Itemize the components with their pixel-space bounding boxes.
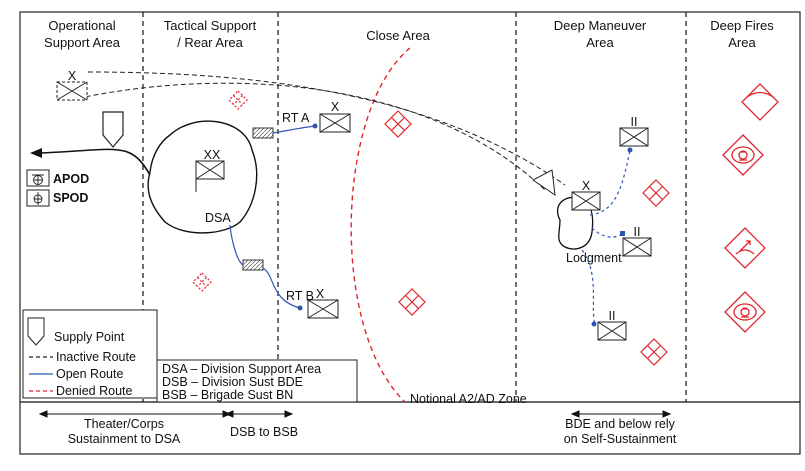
zone-dividers <box>142 12 687 402</box>
legend-denied-route-label: Denied Route <box>56 384 132 398</box>
zone-1-line2: / Rear Area <box>177 35 244 50</box>
zone-0-line2: Support Area <box>44 35 121 50</box>
missile-threat-icon <box>722 134 764 176</box>
bn1-echelon: II <box>631 115 638 129</box>
dsb-node-top <box>252 127 274 139</box>
abbreviation-dsb: DSB – Division Sust BDE <box>162 375 303 389</box>
division-unit-lines <box>195 160 225 192</box>
dsa-label: DSA <box>205 211 231 225</box>
abbreviation-bsb: BSB – Brigade Sust BN <box>162 388 293 402</box>
legend-box <box>22 309 158 399</box>
rtb-echelon: X <box>316 287 325 301</box>
footer-frame <box>19 401 801 455</box>
open-route-endpoints <box>297 123 318 311</box>
lodgment-label: Lodgment <box>566 251 622 265</box>
legend-inactive-route-label: Inactive Route <box>56 350 136 364</box>
hazard-diamond-icon <box>384 110 412 138</box>
legend-supply-point-label: Supply Point <box>54 330 125 344</box>
port-supply-arrowhead <box>30 148 42 158</box>
bn1-cross <box>619 127 649 147</box>
spod-icon-lines <box>34 192 42 205</box>
deep-bde-cross <box>571 191 601 211</box>
spod-label: SPOD <box>53 191 88 205</box>
legend-supply-point-icon <box>27 317 45 346</box>
open-routes <box>229 125 316 309</box>
inactive-route-arrowhead <box>532 169 556 197</box>
a2ad-zone-boundary <box>350 47 411 403</box>
bn3-echelon: II <box>609 309 616 323</box>
zone-4-line2: Area <box>728 35 756 50</box>
air-defense-threat-icon <box>741 83 779 121</box>
zone-3-line1: Deep Maneuver <box>554 18 647 33</box>
rtb-unit-cross <box>307 299 339 319</box>
dsb-node-bottom <box>242 259 264 271</box>
inactive-route-arrows <box>69 71 566 191</box>
hazard-diamond-icon <box>640 338 668 366</box>
supply-point-icon <box>102 111 124 148</box>
footer-left-line1: Theater/Corps <box>84 417 164 431</box>
footer-right-line2: on Self-Sustainment <box>564 432 677 446</box>
zone-2-line1: Close Area <box>366 28 430 43</box>
rocket-threat-icon <box>724 227 766 269</box>
self-sustainment-endpoints <box>591 147 633 327</box>
rta-label: RT A <box>282 111 310 125</box>
bn2-cross <box>622 237 652 257</box>
apod-icon-lines <box>32 174 44 185</box>
bn3-cross <box>597 321 627 341</box>
hazard-diamond-icon <box>192 272 212 292</box>
legend-open-route-label: Open Route <box>56 367 123 381</box>
missile-threat-icon <box>724 291 766 333</box>
division-echelon: XX <box>204 148 221 162</box>
zone-3-line2: Area <box>586 35 614 50</box>
port-supply-line <box>39 148 151 176</box>
zone-headers: Operational Support Area Tactical Suppor… <box>44 18 774 50</box>
deep-bde-echelon: X <box>582 179 591 193</box>
footer-middle: DSB to BSB <box>230 425 298 439</box>
denied-area-markers <box>192 90 670 366</box>
hazard-diamond-icon <box>642 179 670 207</box>
ops-unit-cross <box>56 81 88 101</box>
footer-left-line2: Sustainment to DSA <box>68 432 181 446</box>
hazard-diamond-icon <box>398 288 426 316</box>
lodgment-outline <box>556 196 594 250</box>
dsa-area-outline <box>147 120 258 234</box>
abbreviation-dsa: DSA – Division Support Area <box>162 362 321 376</box>
apod-label: APOD <box>53 172 89 186</box>
deep-fires-threats <box>722 83 779 333</box>
footer-arrows <box>38 410 672 418</box>
a2ad-zone-label: Notional A2/AD Zone <box>410 392 527 406</box>
rta-echelon: X <box>331 100 340 114</box>
ops-unit-echelon: X <box>68 69 77 83</box>
rta-unit-cross <box>319 113 351 133</box>
zone-4-line1: Deep Fires <box>710 18 774 33</box>
zone-0-line1: Operational <box>48 18 115 33</box>
abbreviations-box <box>156 359 358 403</box>
rtb-label: RT B <box>286 289 314 303</box>
zone-1-line1: Tactical Support <box>164 18 257 33</box>
footer-right-line1: BDE and below rely <box>565 417 676 431</box>
bn2-echelon: II <box>634 225 641 239</box>
hazard-diamond-icon <box>228 90 248 110</box>
